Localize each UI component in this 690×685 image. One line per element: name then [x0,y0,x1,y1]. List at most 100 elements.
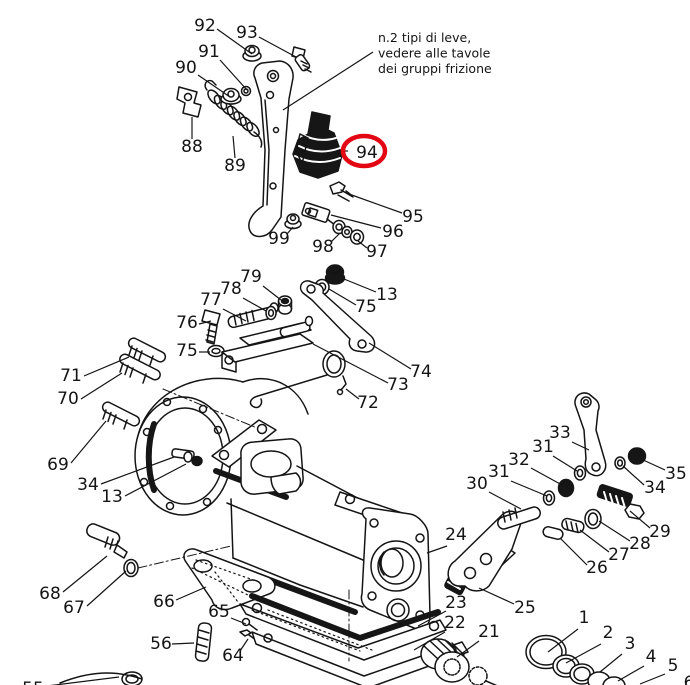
leader-line-79 [262,285,282,301]
part-label-67: 67 [63,598,85,618]
leader-line-22 [413,631,446,651]
nut-part-13-top [324,264,346,285]
part-label-66: 66 [153,592,175,612]
part-label-6: 6 [684,673,690,685]
part-label-68: 68 [39,584,61,604]
leader-line-65 [230,617,247,625]
leader-line-89 [232,135,236,159]
part-label-91: 91 [198,42,220,62]
part-label-27: 27 [608,545,630,565]
leader-line-66 [175,586,207,601]
leader-line-26 [559,537,588,566]
part-label-97: 97 [366,242,388,262]
part-label-75: 75 [355,297,377,317]
washer-part-97 [349,229,365,245]
leader-line-33 [571,441,590,451]
leader-line-78 [242,297,267,312]
leader-line-25 [478,587,515,605]
part-label-28: 28 [629,534,651,554]
nut-part-92 [242,44,262,62]
part-label-35: 35 [665,464,687,484]
leader-line-23 [417,610,447,627]
part-label-89: 89 [224,156,246,176]
leader-line-93 [258,36,297,58]
lever-arm-part-33 [574,392,607,477]
plunger-part-68 [86,523,128,559]
leader-line-1 [547,628,579,653]
part-label-32: 32 [508,450,530,470]
part-label-22: 22 [444,613,466,633]
leader-line-64 [239,638,249,652]
part-label-74: 74 [410,362,432,382]
part-label-92: 92 [194,16,216,36]
spring-part-89 [204,79,263,148]
part-label-29: 29 [649,522,671,542]
highlight-ellipse-94 [340,133,388,169]
highlight-94: 94 [336,133,388,169]
part-label-3: 3 [625,634,636,654]
needle-bearing-part-21 [420,638,470,683]
dowel-pin-part-56 [194,622,213,662]
part-label-90: 90 [175,58,197,78]
part-label-99: 99 [268,229,290,249]
leader-line-29 [629,510,651,529]
part-label-70: 70 [57,389,79,409]
part-label-31: 31 [488,462,510,482]
part-label-76: 76 [176,313,198,333]
support-bracket-part-30 [447,506,541,592]
leader-line-73 [312,343,389,384]
leader-line-77 [222,308,247,322]
leader-line-28 [598,520,631,542]
washer-part-75-lower [207,344,225,358]
bushing-part-79 [277,295,293,315]
nut-part-99 [284,213,302,230]
part-label-31: 31 [532,437,554,457]
bolt-part-93 [291,46,312,73]
leader-line-75 [328,288,357,306]
part-label-73: 73 [387,375,409,395]
adjuster-bolt-part-29 [596,484,645,520]
leader-line-55 [50,676,120,685]
leader-line-69 [70,420,107,464]
clutch-lever [248,60,294,238]
ring-part-5 [602,676,626,685]
oring-part-67 [123,558,139,578]
leader-line-3 [599,653,623,673]
part-label-55: 55 [22,679,44,685]
leader-line-34 [100,456,175,485]
part-label-4: 4 [646,647,657,667]
leader-line-4 [617,665,645,682]
stud-part-71 [127,337,167,366]
leader-line-24 [426,545,448,554]
washers-part-98 [332,219,353,239]
bracket-part-88 [176,86,202,118]
clevis-part-96 [301,202,336,226]
washer-part-34-right [614,456,626,470]
part-label-77: 77 [200,290,222,310]
part-label-75: 75 [176,341,198,361]
part-label-21: 21 [478,622,500,642]
part-label-72: 72 [357,393,379,413]
part-label-88: 88 [181,137,203,157]
part-label-69: 69 [47,455,69,475]
gearbox-housing [134,377,431,630]
pin-part-73 [279,315,314,338]
part-label-24: 24 [445,525,467,545]
leader-line-67 [86,570,127,607]
part-label-65: 65 [208,602,230,622]
leader-line-99 [286,226,294,235]
part-label-23: 23 [445,593,467,613]
leader-line-13 [343,278,377,293]
leader-line-2 [565,643,602,664]
part-label-13: 13 [376,285,398,305]
bottom-gasket-part-23 [239,593,447,661]
pin-part-26 [542,526,564,540]
leader-line-71 [83,356,130,377]
ring-part-55 [59,671,143,685]
spline-shaft-end [468,666,498,685]
washer-part-31-outer [573,465,587,481]
washer-part-78 [265,305,277,321]
part-label-25: 25 [514,598,536,618]
part-label-95: 95 [402,207,424,227]
